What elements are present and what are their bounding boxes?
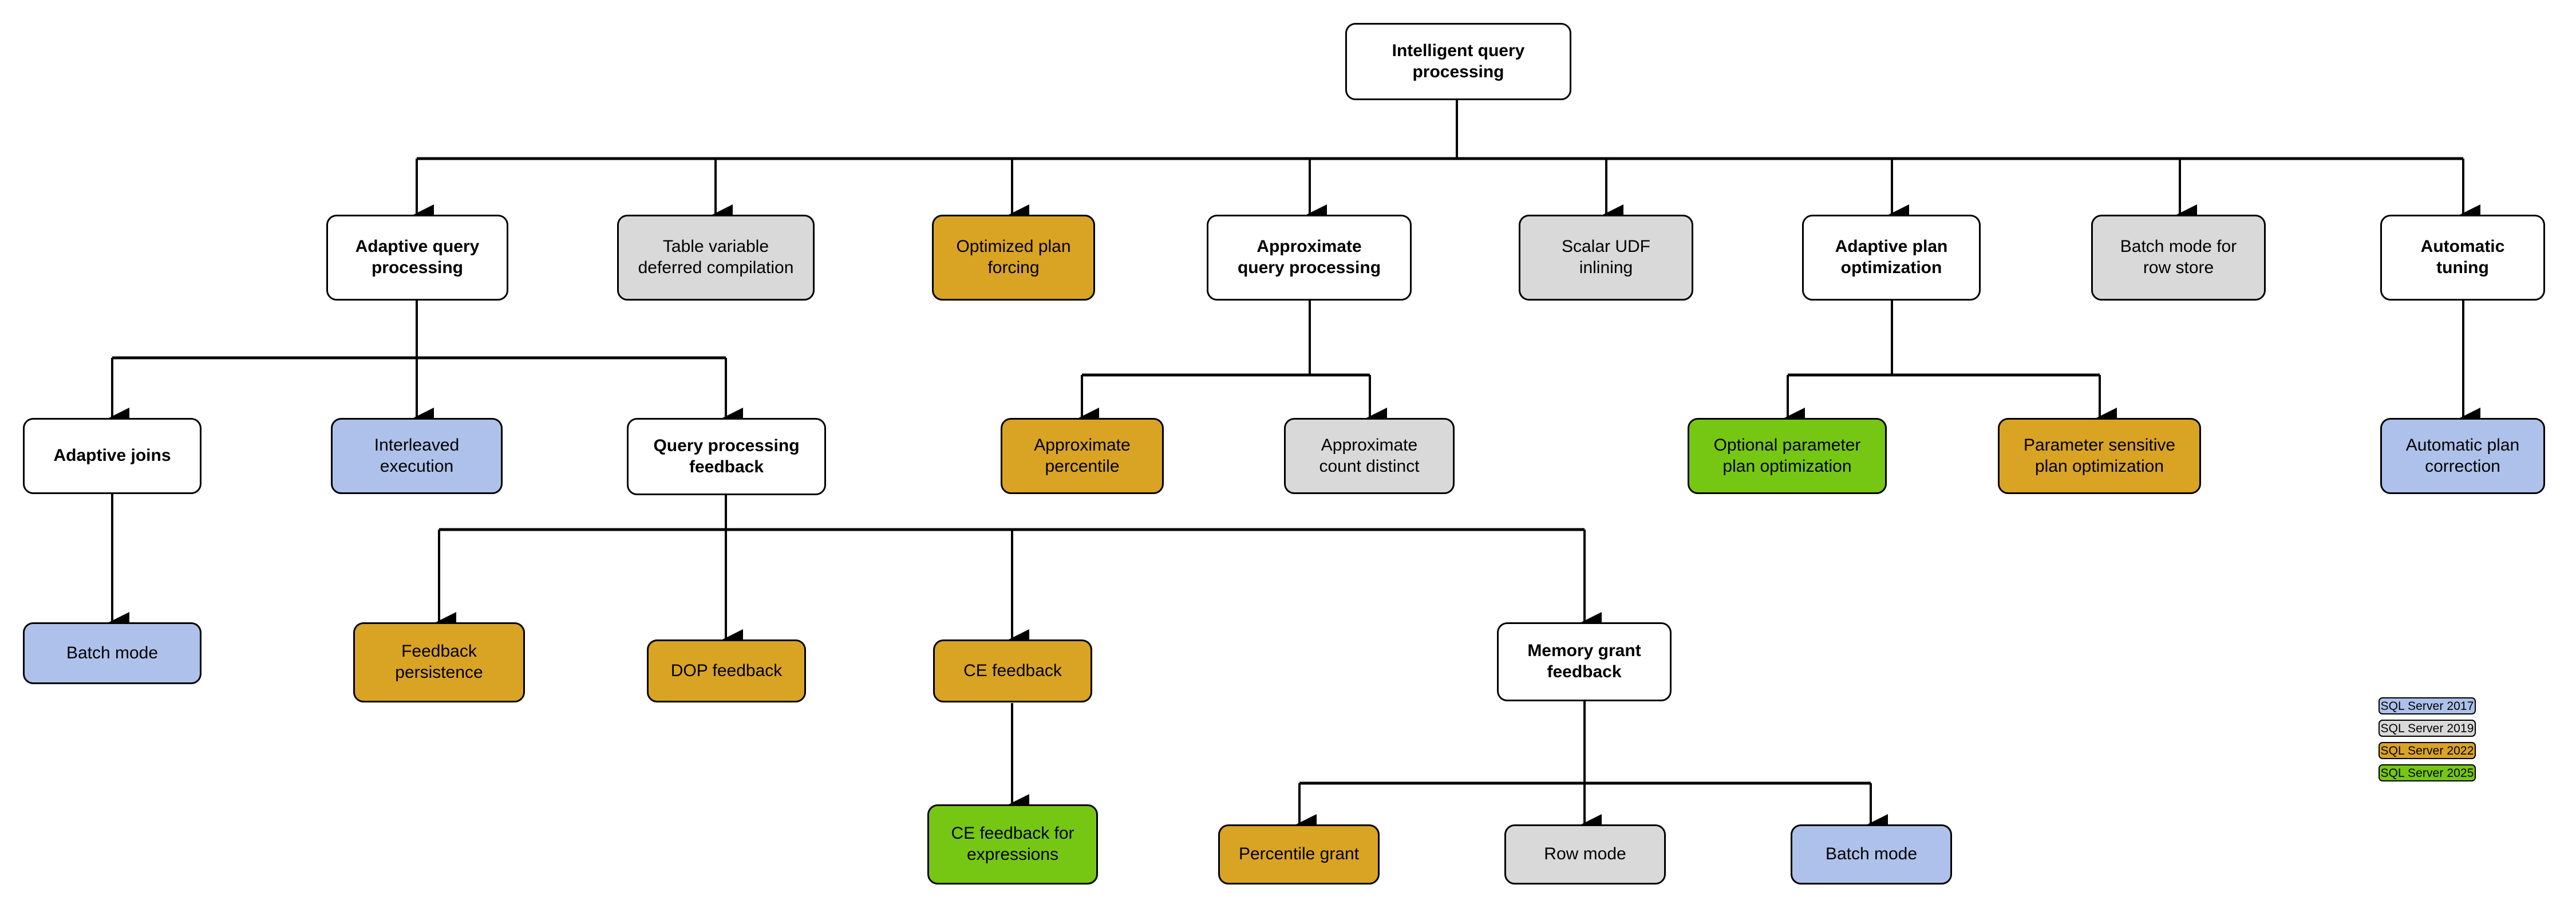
node-adaptive-plan-optimization[interactable]: Adaptive plan optimization <box>1802 215 1981 301</box>
node-scalar-udf-inlining[interactable]: Scalar UDF inlining <box>1519 215 1693 301</box>
node-approximate-count-distinct[interactable]: Approximate count distinct <box>1284 418 1455 494</box>
node-batch-mode-memory-grant[interactable]: Batch mode <box>1791 824 1952 885</box>
node-ce-feedback-for-expressions[interactable]: CE feedback for expressions <box>927 804 1098 885</box>
node-adaptive-joins[interactable]: Adaptive joins <box>23 418 202 494</box>
legend: SQL Server 2017 SQL Server 2019 SQL Serv… <box>2379 697 2476 787</box>
legend-item-sql-server-2019: SQL Server 2019 <box>2379 720 2476 737</box>
node-query-processing-feedback[interactable]: Query processing feedback <box>627 418 826 495</box>
legend-item-sql-server-2022: SQL Server 2022 <box>2379 742 2476 759</box>
legend-item-sql-server-2025: SQL Server 2025 <box>2379 764 2476 781</box>
node-optimized-plan-forcing[interactable]: Optimized plan forcing <box>932 215 1095 301</box>
node-memory-grant-feedback[interactable]: Memory grant feedback <box>1497 622 1672 701</box>
node-interleaved-execution[interactable]: Interleaved execution <box>331 418 503 494</box>
node-automatic-tuning[interactable]: Automatic tuning <box>2380 215 2545 301</box>
node-batch-mode[interactable]: Batch mode <box>23 622 202 684</box>
node-feedback-persistence[interactable]: Feedback persistence <box>353 622 525 702</box>
node-parameter-sensitive-plan-optimization[interactable]: Parameter sensitive plan optimization <box>1998 418 2201 494</box>
node-table-variable-deferred-compilation[interactable]: Table variable deferred compilation <box>617 215 815 301</box>
legend-item-sql-server-2017: SQL Server 2017 <box>2379 697 2476 714</box>
node-percentile-grant[interactable]: Percentile grant <box>1218 824 1380 885</box>
node-ce-feedback[interactable]: CE feedback <box>933 639 1092 702</box>
node-automatic-plan-correction[interactable]: Automatic plan correction <box>2380 418 2545 494</box>
node-intelligent-query-processing[interactable]: Intelligent query processing <box>1345 23 1571 100</box>
node-adaptive-query-processing[interactable]: Adaptive query processing <box>326 215 508 301</box>
node-dop-feedback[interactable]: DOP feedback <box>647 639 806 702</box>
node-batch-mode-for-row-store[interactable]: Batch mode for row store <box>2091 215 2266 301</box>
node-approximate-query-processing[interactable]: Approximate query processing <box>1207 215 1412 301</box>
node-row-mode[interactable]: Row mode <box>1504 824 1666 885</box>
node-optional-parameter-plan-optimization[interactable]: Optional parameter plan optimization <box>1688 418 1887 494</box>
node-approximate-percentile[interactable]: Approximate percentile <box>1001 418 1164 494</box>
